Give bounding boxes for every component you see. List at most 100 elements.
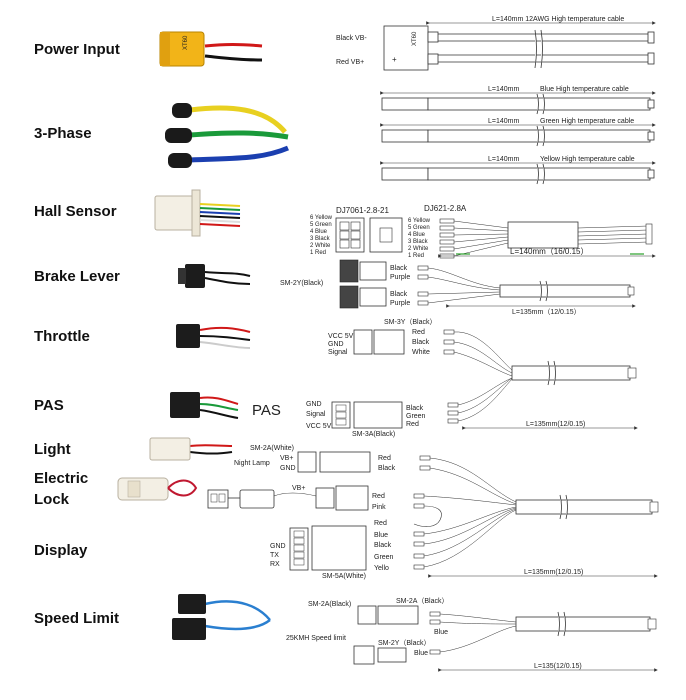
speed-sm2: SM-2Y（Black） (378, 639, 431, 647)
display-wire-green: Green (374, 554, 394, 561)
hall-pin-left-2: 2 White (310, 243, 331, 249)
light-sm: SM-2A(White) (250, 445, 294, 452)
hall-pin-right-6: 6 Yellow (408, 218, 431, 224)
label-power-input: Power Input (34, 41, 120, 58)
lock-vb: VB+ (292, 485, 305, 492)
display-len: L=135mm(12/0.15) (524, 569, 583, 576)
hall-pin-left-6: 6 Yellow (310, 215, 333, 221)
display-pin-gnd: GND (270, 543, 286, 550)
hall-pin-left-4: 4 Blue (310, 229, 328, 235)
throttle-pin-signal: Signal (328, 349, 348, 356)
pas-pin-vcc: VCC 5V (306, 423, 332, 430)
throttle-pin-gnd: GND (328, 341, 344, 348)
pas-len: L=135mm(12/0.15) (526, 421, 585, 428)
speed-sm1: SM-2A(Black) (308, 601, 351, 608)
throttle-photo (176, 324, 251, 349)
brake-wire-purple-1: Purple (390, 274, 410, 281)
power-schematic: Black VB- Red VB+ + XT60 L=140mm 12AWG H… (336, 16, 656, 71)
pas-big-label: PAS (252, 402, 281, 419)
brake-wire-black-2: Black (390, 291, 408, 298)
power-plus: + (392, 55, 397, 64)
brake-len: L=135mm（12/0.15） (512, 308, 581, 316)
label-light: Light (34, 441, 71, 458)
phase-yellow-len: L=140mm (488, 156, 519, 163)
speed-limit-photo (172, 594, 271, 640)
speed-len: L=135(12/0.15) (534, 663, 582, 670)
hall-pin-right-4: 4 Blue (408, 232, 426, 238)
light-pin-vb: VB+ (280, 455, 293, 462)
light-wire-black: Black (378, 465, 396, 472)
phase-green-len: L=140mm (488, 118, 519, 125)
pas-sm: SM-3A(Black) (352, 431, 395, 438)
xt60-print: XT60 (183, 35, 189, 50)
phase-green-label: Green High temperature cable (540, 118, 634, 125)
label-lock: Lock (34, 491, 70, 508)
display-pin-rx: RX (270, 561, 280, 568)
phase-blue-cable: L=140mm Blue High temperature cable (380, 86, 656, 115)
pas-wire-green: Green (406, 413, 426, 420)
label-brake-lever: Brake Lever (34, 268, 120, 285)
lock-wire-pink: Pink (372, 504, 386, 511)
throttle-sm: SM-3Y（Black） (384, 318, 437, 326)
hall-dj2: DJ621-2.8A (424, 204, 467, 213)
display-sm: SM-5A(White) (322, 573, 366, 580)
brake-wire-purple-2: Purple (390, 300, 410, 307)
phase-yellow-cable: L=140mm Yellow High temperature cable (380, 156, 656, 185)
power-xt-label: XT60 (412, 31, 418, 46)
phase-blue-label: Blue High temperature cable (540, 86, 629, 93)
light-night: Night Lamp (234, 460, 270, 467)
phase-blue-len: L=140mm (488, 86, 519, 93)
display-wire-blue: Blue (374, 532, 388, 539)
pas-pin-signal: Signal (306, 411, 326, 418)
speed-blue1: Blue (434, 629, 448, 636)
label-pas: PAS (34, 397, 64, 414)
label-speed-limit: Speed Limit (34, 610, 120, 627)
xt60-connector-photo: XT60 (159, 31, 263, 67)
light-photo (149, 437, 233, 461)
lock-photo (117, 477, 198, 501)
hall-dj1: DJ7061-2.8-21 (336, 206, 389, 215)
hall-pin-left-1: 1 Red (310, 250, 326, 256)
display-wire-black: Black (374, 542, 392, 549)
label-three-phase: 3-Phase (34, 125, 92, 142)
display-schematic: GND TX RX SM-5A(White) Blue Black Green … (270, 457, 659, 580)
brake-wire-black-1: Black (390, 265, 408, 272)
three-phase-photo (165, 103, 289, 168)
hall-pin-right-5: 5 Green (408, 225, 430, 231)
speed-note: 25KMH Speed limit (286, 635, 346, 642)
label-throttle: Throttle (34, 328, 90, 345)
pas-pin-gnd: GND (306, 401, 322, 408)
hall-pin-right-3: 3 Black (408, 239, 429, 245)
pas-schematic: GND Signal VCC 5V SM-3A(Black) Black Gre… (306, 377, 638, 438)
hall-pin-left-5: 5 Green (310, 222, 332, 228)
throttle-schematic: SM-3Y（Black） VCC 5V GND Signal Red Black… (328, 318, 637, 386)
hall-schematic: DJ7061-2.8-21 DJ621-2.8A 6 Yellow 5 Gree… (310, 204, 656, 259)
hall-pin-right-2: 2 White (408, 246, 429, 252)
light-schematic: SM-2A(White) VB+ GND Night Lamp Red Blac… (234, 445, 431, 473)
label-electric: Electric (34, 470, 89, 487)
speed-blue2: Blue (414, 650, 428, 657)
hall-sensor-photo (154, 189, 241, 237)
lock-wire-red-2: Red (374, 520, 387, 527)
brake-schematic: SM-2Y(Black) Black Purple Black Purple L… (280, 259, 636, 316)
phase-yellow-label: Yellow High temperature cable (540, 156, 635, 163)
label-hall-sensor: Hall Sensor (34, 203, 117, 220)
pas-photo (170, 392, 239, 419)
light-wire-red: Red (378, 455, 391, 462)
hall-pin-right-1: 1 Red (408, 253, 424, 259)
throttle-wire-red: Red (412, 329, 425, 336)
pas-wire-black: Black (406, 405, 424, 412)
power-cable-label: L=140mm 12AWG High temperature cable (492, 16, 624, 23)
display-wire-yellow: Yello (374, 565, 389, 572)
hall-len: L=140mm（16/0.15） (510, 247, 589, 256)
lock-schematic: VB+ Red Pink Red (207, 485, 442, 527)
display-pin-tx: TX (270, 552, 279, 559)
power-black: Black VB- (336, 35, 367, 42)
brake-lever-photo (178, 264, 251, 288)
speed-schematic: SM-2A(Black) SM-2A（Black） Blue 25KMH Spe… (286, 597, 658, 672)
pas-wire-red: Red (406, 421, 419, 428)
phase-green-cable: L=140mm Green High temperature cable (380, 118, 656, 147)
speed-sm1b: SM-2A（Black） (396, 597, 449, 605)
throttle-wire-white: White (412, 349, 430, 356)
